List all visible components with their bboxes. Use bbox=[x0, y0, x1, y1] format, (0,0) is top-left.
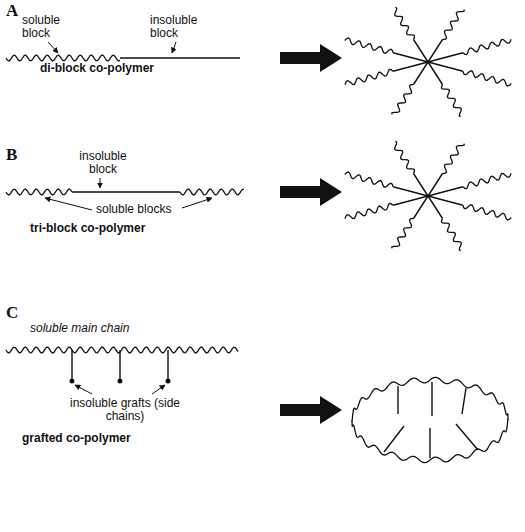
leader-lines bbox=[45, 42, 212, 394]
corona-wave bbox=[345, 172, 393, 187]
core-line bbox=[414, 174, 429, 197]
panel-letter: B bbox=[6, 146, 17, 164]
polymer-type: tri-block co-polymer bbox=[30, 222, 145, 235]
transition-arrow bbox=[280, 44, 342, 424]
core-line bbox=[393, 196, 428, 205]
main-chain-loop bbox=[352, 419, 508, 462]
corona-wave bbox=[463, 173, 511, 188]
core-line bbox=[384, 426, 404, 452]
corona-wave bbox=[442, 219, 462, 251]
panel-letter: C bbox=[6, 304, 18, 322]
core-line bbox=[431, 382, 432, 416]
soluble-block-wave bbox=[6, 189, 72, 195]
core-line bbox=[428, 53, 463, 62]
graft-lines bbox=[70, 350, 170, 383]
core-line bbox=[456, 424, 478, 450]
polymer-type: di-block co-polymer bbox=[40, 62, 154, 75]
corona-wave bbox=[392, 219, 414, 249]
core-line bbox=[393, 62, 428, 71]
corona-wave bbox=[443, 10, 465, 40]
soluble-block-wave bbox=[180, 189, 244, 195]
polymer-type: grafted co-polymer bbox=[22, 432, 131, 445]
corona-wave bbox=[463, 71, 511, 86]
block-label: soluble blocks bbox=[96, 203, 171, 216]
soluble-block-wave bbox=[6, 55, 120, 61]
corona-wave bbox=[463, 205, 511, 220]
corona-wave bbox=[395, 141, 415, 173]
corona-wave bbox=[392, 85, 414, 115]
corona-wave bbox=[345, 203, 393, 218]
chain-label: soluble main chain bbox=[30, 322, 129, 335]
core-line bbox=[428, 62, 443, 85]
corona-wave bbox=[345, 69, 393, 84]
chain-strokes bbox=[6, 7, 511, 462]
core-line bbox=[428, 187, 463, 196]
core-line bbox=[397, 386, 398, 414]
corona-wave bbox=[345, 38, 393, 53]
corona-wave bbox=[395, 7, 415, 39]
core-line bbox=[414, 40, 429, 63]
micelle-core bbox=[384, 40, 478, 459]
soluble-main-chain-wave bbox=[6, 347, 238, 353]
core-line bbox=[428, 196, 443, 219]
graft-label: insoluble grafts (side chains) bbox=[60, 397, 190, 423]
block-label: insoluble block bbox=[150, 14, 212, 40]
core-line bbox=[462, 388, 466, 414]
insoluble-block-line bbox=[120, 57, 240, 58]
corona-wave bbox=[463, 39, 511, 54]
panel-letter: A bbox=[6, 2, 18, 20]
corona-wave bbox=[443, 144, 465, 174]
block-label: soluble block bbox=[22, 14, 76, 40]
block-label: insoluble block bbox=[72, 150, 134, 176]
main-chain-loop bbox=[352, 377, 508, 420]
corona-wave bbox=[442, 85, 462, 117]
insoluble-block-line bbox=[72, 191, 180, 192]
core-line bbox=[429, 428, 430, 458]
